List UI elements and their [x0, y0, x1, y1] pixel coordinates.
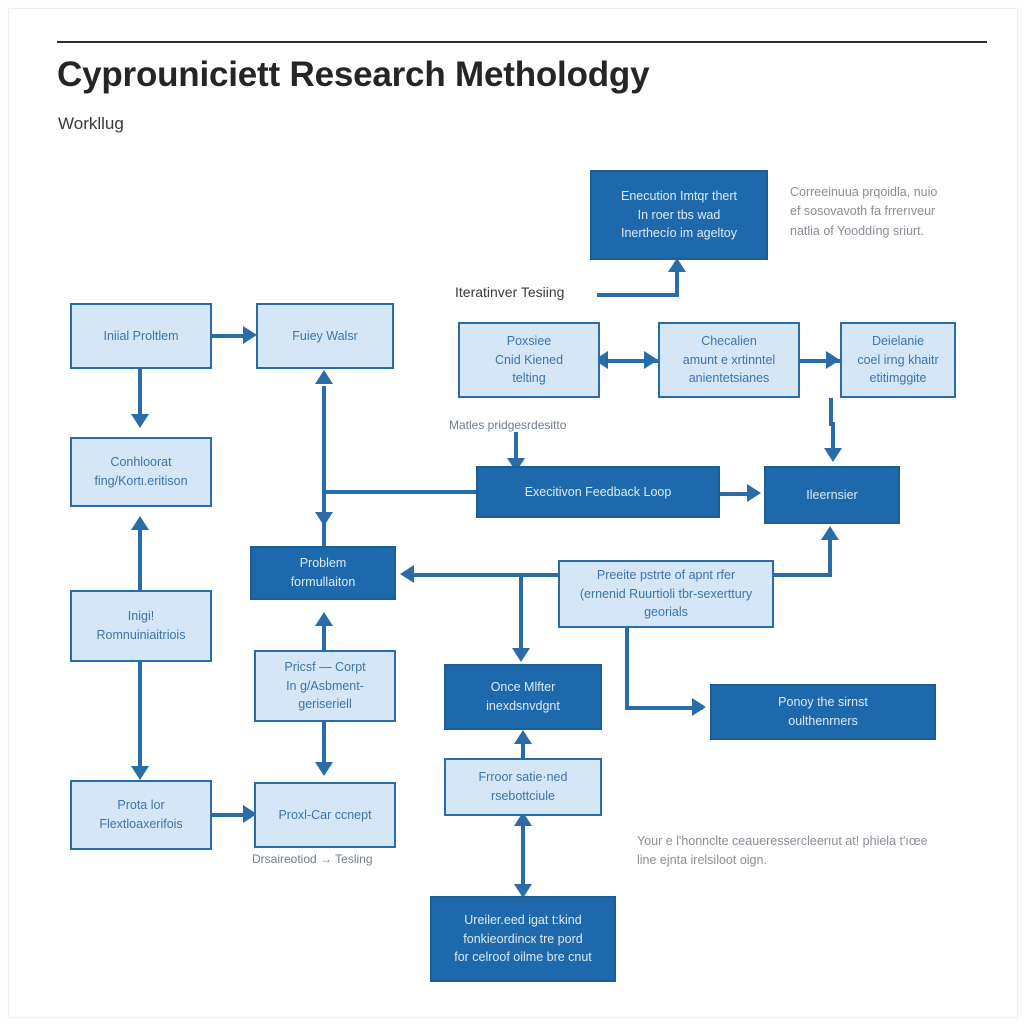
node-ureiler-eed[interactable]: Ureiler.eed igat t:kind fonkieordincк tr… — [430, 896, 616, 982]
arrowhead-ureiler-down — [514, 884, 532, 898]
edge-matles-progress — [514, 432, 518, 464]
arrowhead-poxsiee-right — [644, 351, 658, 369]
arrowhead-initial-to-conhloorat — [131, 414, 149, 428]
edge-feedback-to-problem — [324, 490, 478, 494]
edge-deielanie-to-ileernsier — [831, 422, 835, 452]
arrowhead-pricsf-to-problem — [315, 612, 333, 626]
node-deielanie-cool[interactable]: Deielanie coel irng khaitr etitimggite — [840, 322, 956, 398]
node-ileernsier-label: Ileernsier — [806, 487, 858, 502]
label-matles-progress: Matles pridgesrdesitto — [449, 418, 567, 432]
node-execution-feedback-loop[interactable]: Execitivon Feedback Loop — [476, 466, 720, 518]
edge-preeite-to-problem — [414, 573, 560, 577]
edge-pricsf-to-problem — [322, 618, 326, 658]
arrowhead-inigi-to-prota — [131, 766, 149, 780]
arrowhead-preeite-to-once — [512, 648, 530, 662]
edge-checalien-deielanie — [800, 359, 840, 363]
node-pricsf-corpt[interactable]: Pricsf — Corpt In g/Asbment- geriseriell — [254, 650, 396, 722]
edge-preeite-right-up — [828, 540, 832, 574]
node-initial-problem[interactable]: Iniial Proltlem — [70, 303, 212, 369]
node-preeite-pstrte-label: Preeite pstrte of apnt rfer (ernenid Ruu… — [579, 567, 753, 620]
arrowhead-froor-to-once — [514, 730, 532, 744]
page-title: Cyprouniciett Research Metholodgy — [57, 55, 650, 94]
edge-ureiler-froor — [521, 822, 525, 890]
arrowhead-feedback-to-problem — [315, 512, 333, 526]
node-deielanie-cool-label: Deielanie coel irng khaitr etitimggite — [857, 333, 939, 386]
edge-initial-to-fuiey — [212, 334, 244, 338]
label-dsaireotiod-testing: Drsaireotiod → Tesling — [252, 852, 373, 866]
edge-inigi-to-conhloorat — [138, 520, 142, 590]
node-initial-problem-label: Iniial Proltlem — [103, 328, 179, 343]
arrowhead-deielanie-to-ileernsier — [824, 448, 842, 462]
node-proxl-car-concept-label: Proxl-Car ccnept — [278, 807, 372, 822]
arrowhead-preeite-to-ileernsier — [821, 526, 839, 540]
node-execution-imtor[interactable]: Enecution Imtqr thert In roer tbs wad In… — [590, 170, 768, 260]
node-pricsf-corpt-label: Pricsf — Corpt In g/Asbment- geriseriell — [284, 659, 366, 712]
arrowhead-checalien-to-deielanie — [826, 351, 840, 369]
node-inigi-formulation-label: Inigi! Romnuiniaitriois — [96, 609, 186, 642]
label-iterative-testing: Iteratinver Tesiing — [455, 284, 565, 300]
edge-prota-to-proxl — [212, 813, 244, 817]
title-divider — [57, 41, 987, 43]
node-ponoy-the-sirnst-label: Ponoy the sirnst oulthenrners — [778, 695, 868, 728]
node-ureiler-eed-label: Ureiler.eed igat t:kind fonkieordincк tr… — [454, 912, 592, 965]
arrowhead-inigi-to-conhloorat — [131, 516, 149, 530]
node-once-mlfter-label: Once Mlfter inexdsnvdgnt — [486, 680, 560, 713]
node-checalien-amunt[interactable]: Checalien amunt e xrtinntel anientetsian… — [658, 322, 800, 398]
node-execution-feedback-loop-label: Execitivon Feedback Loop — [524, 484, 672, 499]
node-execution-imtor-label: Enecution Imtqr thert In roer tbs wad In… — [620, 188, 738, 241]
edge-preeite-right — [774, 573, 832, 577]
node-ponoy-the-sirnst[interactable]: Ponoy the sirnst oulthenrners — [710, 684, 936, 740]
edge-feedback-to-ileernsier — [720, 492, 752, 496]
node-conhloorat-label: Conhloorat fing/Kortι.eritison — [94, 455, 188, 488]
node-ileernsier[interactable]: Ileernsier — [764, 466, 900, 524]
node-poxsiee-cnd-kiened-label: Poxsiee Cnid Kiened telting — [494, 333, 564, 386]
node-problem-formulation[interactable]: Problem formullaiton — [250, 546, 396, 600]
arrowhead-problem-to-fuiey — [315, 370, 333, 384]
node-proxl-car-concept[interactable]: Proxl-Car ccnept — [254, 782, 396, 848]
node-froor-satiened-label: Frroor satie·ned rsebottciule — [478, 770, 568, 803]
note-bottom-right: Your e l'honnclte ceaueressercleerıut at… — [637, 834, 928, 868]
node-checalien-amunt-label: Checalien amunt e xrtinntel anientetsian… — [682, 333, 776, 386]
edge-deielanie-down — [829, 398, 833, 424]
edge-poxsiee-checalien — [600, 359, 658, 363]
arrowhead-pricsf-to-proxl — [315, 762, 333, 776]
node-prota-lor[interactable]: Prota lor Flextloaxerifois — [70, 780, 212, 850]
edge-problem-to-fuiey — [322, 386, 326, 548]
note-top-right: Correeinuua prqoidla, nuio ef sosovavoth… — [790, 185, 938, 238]
node-preeite-pstrte[interactable]: Preeite pstrte of apnt rfer (ernenid Ruu… — [558, 560, 774, 628]
node-froor-satiened[interactable]: Frroor satie·ned rsebottciule — [444, 758, 602, 816]
node-prota-lor-label: Prota lor Flextloaxerifois — [99, 798, 183, 831]
edge-pricsf-to-proxl — [322, 720, 326, 768]
arrowhead-iterative-testing — [668, 258, 686, 272]
arrowhead-preeite-to-problem — [400, 565, 414, 583]
edge-preeite-to-ponoy-h — [625, 706, 703, 710]
edge-preeite-to-ponoy-v — [625, 628, 629, 708]
node-once-mlfter[interactable]: Once Mlfter inexdsnvdgnt — [444, 664, 602, 730]
node-inigi-formulation[interactable]: Inigi! Romnuiniaitriois — [70, 590, 212, 662]
node-conhloorat[interactable]: Conhloorat fing/Kortι.eritison — [70, 437, 212, 507]
edge-preeite-branch-v — [519, 573, 523, 653]
node-fuiey-walsr[interactable]: Fuiey Walsr — [256, 303, 394, 369]
arrowhead-prota-to-proxl — [243, 805, 257, 823]
node-fuiey-walsr-label: Fuiey Walsr — [292, 328, 358, 343]
arrowhead-preeite-to-ponoy — [692, 698, 706, 716]
arrowhead-feedback-to-ileernsier — [747, 484, 761, 502]
edge-iterative-testing-v — [675, 272, 679, 295]
edge-initial-to-conhloorat — [138, 368, 142, 420]
edge-froor-to-once — [521, 742, 525, 766]
edge-iterative-testing-h — [597, 293, 679, 297]
arrowhead-initial-to-fuiey — [243, 326, 257, 344]
node-problem-formulation-label: Problem formullaiton — [290, 556, 356, 589]
edge-feedback-drop — [322, 490, 326, 516]
page-subtitle: Workllug — [58, 114, 124, 133]
node-poxsiee-cnd-kiened[interactable]: Poxsiee Cnid Kiened telting — [458, 322, 600, 398]
edge-inigi-to-prota — [138, 662, 142, 772]
